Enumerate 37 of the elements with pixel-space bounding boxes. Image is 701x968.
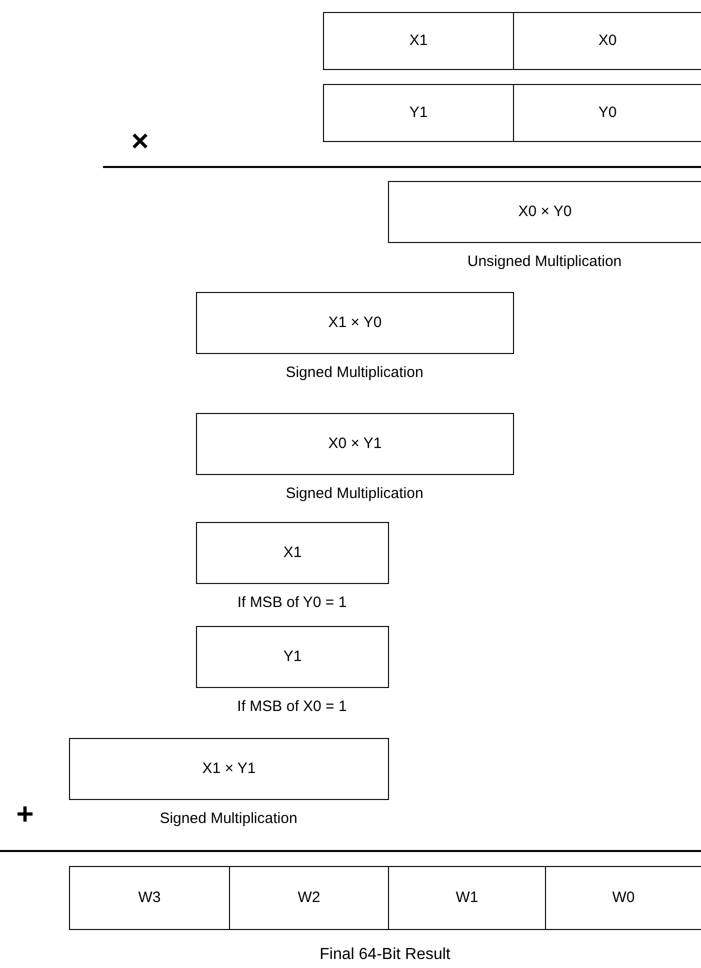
node-label: Signed Multiplication xyxy=(286,363,424,383)
box-label: W3 xyxy=(138,888,161,908)
node-label: If MSB of X0 = 1 xyxy=(237,697,347,717)
register-box xyxy=(196,522,389,584)
box-label: Y1 xyxy=(409,102,428,123)
register-box xyxy=(388,866,546,930)
node-label: Signed Multiplication xyxy=(286,484,424,504)
caption: Final 64-Bit Result xyxy=(320,947,450,963)
register-box xyxy=(196,413,514,475)
box-label: X1 xyxy=(409,30,428,51)
register-box xyxy=(323,12,514,70)
box-label: W2 xyxy=(298,888,320,908)
box-label: X0 × Y1 xyxy=(328,434,382,454)
box-label: W0 xyxy=(612,888,635,908)
register-box xyxy=(69,866,230,930)
box-label: X1 xyxy=(283,542,302,563)
register-box xyxy=(388,181,701,243)
register-box xyxy=(323,84,514,142)
node-label: Signed Multiplication xyxy=(160,809,298,829)
register-box xyxy=(513,12,701,70)
register-box xyxy=(69,738,389,800)
box-label: X0 xyxy=(598,30,617,51)
register-box xyxy=(545,866,701,930)
node-label: If MSB of Y0 = 1 xyxy=(237,593,347,613)
box-label: X1 × Y1 xyxy=(202,758,256,779)
box-label: Y0 xyxy=(598,102,617,123)
box-label: Y1 xyxy=(283,646,302,667)
operator-sign: + xyxy=(16,800,34,830)
register-box xyxy=(196,292,514,354)
box-label: X0 × Y0 xyxy=(518,202,572,222)
box-label: X1 × Y0 xyxy=(328,312,382,333)
box-label: W1 xyxy=(456,888,478,908)
register-box xyxy=(513,84,701,142)
register-box xyxy=(196,626,389,688)
node-label: Unsigned Multiplication xyxy=(467,252,622,272)
operator-sign: × xyxy=(131,127,149,157)
register-box xyxy=(229,866,389,930)
